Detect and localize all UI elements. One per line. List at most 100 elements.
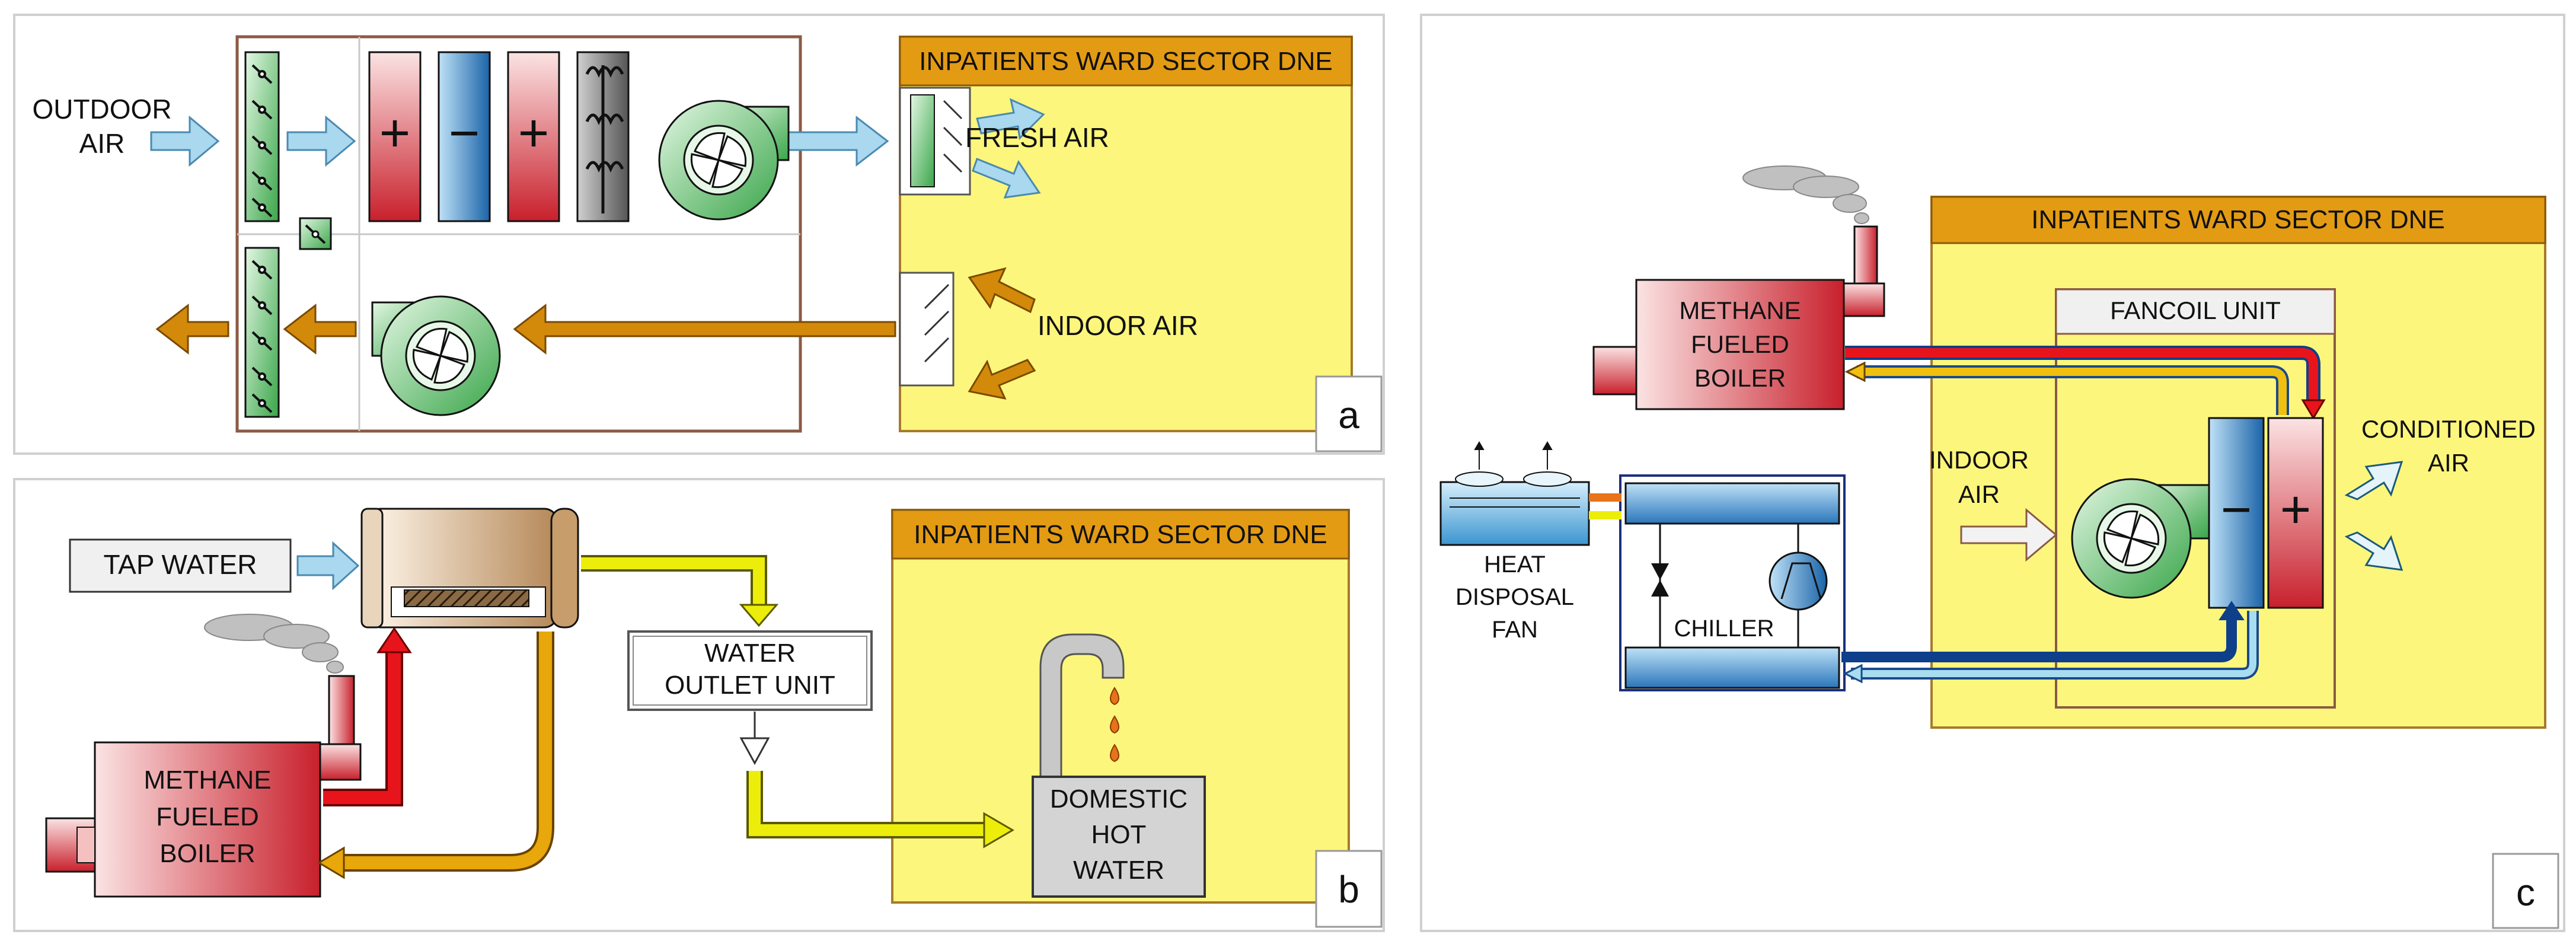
fcu-fan <box>2071 478 2210 599</box>
indoor-air-arrow-2 <box>968 359 1036 400</box>
boiler-b-label-1: METHANE <box>143 766 271 795</box>
supply-fan <box>658 100 790 221</box>
panel-b-letter-box <box>1315 850 1383 928</box>
condenser <box>1624 482 1840 525</box>
panel-b: INPATIENTS WARD SECTOR DNE TAP WATER WAT… <box>13 478 1385 932</box>
panel-c-letter-box <box>2492 853 2559 929</box>
outlet-label-2: OUTLET UNIT <box>665 671 835 700</box>
supply-duct-arrow <box>787 115 889 167</box>
outdoor-air-label-2: AIR <box>79 128 125 159</box>
fresh-air-arrow-2 <box>972 158 1041 199</box>
indoor-air-arrow-1 <box>968 267 1036 314</box>
indoor-air-arrow-c <box>1960 508 2058 562</box>
chiller: CHILLER <box>1619 474 1846 691</box>
filtered-air-arrow <box>286 115 356 167</box>
evaporator <box>1624 646 1840 689</box>
preheat-coil: + <box>368 51 422 222</box>
smoke-icon-b <box>204 614 344 674</box>
conditioned-air-arrows <box>2344 461 2403 571</box>
chiller-label: CHILLER <box>1674 615 1774 642</box>
ward-c-header <box>1930 196 2546 244</box>
fcu-cooling-coil: − <box>2208 417 2265 609</box>
ward-a-header <box>899 36 1353 87</box>
chilled-return-pipe <box>1851 611 2256 677</box>
tap-water-arrow <box>296 541 360 591</box>
water-drops-icon <box>1110 687 1119 763</box>
expansion-valve-icon <box>1651 563 1669 597</box>
fcu-minus: − <box>2221 480 2252 540</box>
return-air-arrows <box>155 267 1036 400</box>
ward-c-title: INPATIENTS WARD SECTOR DNE <box>2031 205 2445 234</box>
hot-supply-pipe-c <box>1845 348 2318 403</box>
smoke-icon-c <box>1742 165 1869 224</box>
indoor-air-c-2: AIR <box>1958 480 2000 508</box>
boiler-b-label-3: BOILER <box>159 839 255 868</box>
ward-a <box>899 36 1353 432</box>
conditioned-air-1: CONDITIONED <box>2361 415 2536 443</box>
panel-a: INPATIENTS WARD SECTOR DNE OUTDOOR AIR <box>13 14 1385 455</box>
exhaust-damper <box>244 247 280 418</box>
boiler-c-label-1: METHANE <box>1679 296 1801 324</box>
fancoil-label: FANCOIL UNIT <box>2110 296 2281 324</box>
panel-c: INPATIENTS WARD SECTOR DNE FANCOIL UNIT … <box>1420 14 2565 932</box>
dhw-label-3: WATER <box>1073 856 1164 885</box>
humidifier <box>576 51 630 222</box>
cooling-coil: − <box>438 51 491 222</box>
conditioned-air-arrow-1 <box>2344 461 2403 500</box>
fcu-heating-coil: + <box>2267 417 2324 609</box>
outdoor-air-label-1: OUTDOOR <box>32 94 171 125</box>
hot-return-pipe-c <box>1857 368 2287 415</box>
dhw-label-1: DOMESTIC <box>1050 784 1188 814</box>
fcu-plus: + <box>2280 480 2312 540</box>
dhw-delivery-pipe <box>749 771 989 836</box>
heat-fan-label-3: FAN <box>1492 617 1538 643</box>
boiler-return-pipe-b <box>338 632 552 869</box>
outlet-label-1: WATER <box>704 639 796 668</box>
dhw-label-2: HOT <box>1091 820 1147 849</box>
dhw-box <box>1032 776 1206 898</box>
to-exhaust-arrow <box>283 303 357 355</box>
dhw-supply-pipe <box>581 557 765 605</box>
panel-a-letter: a <box>1338 394 1359 436</box>
boiler-b: METHANE FUELED BOILER <box>45 614 362 898</box>
heat-disposal-fan: HEAT DISPOSAL FAN <box>1439 441 1621 643</box>
heat-fan-label-2: DISPOSAL <box>1455 584 1574 610</box>
tap-water-label: TAP WATER <box>104 549 257 580</box>
boiler-c-label-3: BOILER <box>1694 364 1786 392</box>
ward-b-header <box>891 509 1350 560</box>
boiler-c: METHANE FUELED BOILER <box>1592 165 1885 410</box>
conditioned-air-2: AIR <box>2428 449 2469 477</box>
outdoor-air-arrow <box>150 115 220 167</box>
panel-c-letter: c <box>2516 871 2535 914</box>
reheat-plus: + <box>518 104 550 163</box>
faucet-icon <box>1039 633 1125 784</box>
return-grille <box>899 272 955 387</box>
indoor-air-c-1: INDOOR <box>1929 446 2029 474</box>
conditioned-air-arrow-2 <box>2344 531 2403 571</box>
indoor-air-label-a: INDOOR AIR <box>1038 310 1198 341</box>
panel-a-letter-box <box>1315 375 1383 452</box>
fresh-air-label: FRESH AIR <box>965 122 1109 153</box>
panel-b-letter: b <box>1338 868 1359 911</box>
water-outlet-unit <box>627 630 873 711</box>
exhaust-air-arrow <box>155 303 229 355</box>
boiler-c-label-2: FUELED <box>1691 330 1789 358</box>
return-fan <box>371 295 501 416</box>
boiler-b-label-2: FUELED <box>156 802 259 831</box>
reheat-coil: + <box>507 51 560 222</box>
preheat-plus: + <box>379 104 411 163</box>
compressor-icon <box>1769 551 1828 611</box>
chilled-supply-pipe <box>1841 620 2237 662</box>
recirculation-damper <box>299 217 332 250</box>
return-duct-arrow <box>513 303 896 355</box>
ward-a-title: INPATIENTS WARD SECTOR DNE <box>919 47 1333 76</box>
cooling-minus: − <box>449 104 480 163</box>
heat-fan-label-1: HEAT <box>1484 551 1546 578</box>
boiler-hot-pipe-b <box>323 646 401 804</box>
supply-grille <box>899 87 971 196</box>
fresh-air-arrow-1 <box>976 98 1045 141</box>
supply-air-arrows <box>150 98 1045 199</box>
ward-b-title: INPATIENTS WARD SECTOR DNE <box>914 520 1327 549</box>
tap-water-box <box>69 538 292 593</box>
